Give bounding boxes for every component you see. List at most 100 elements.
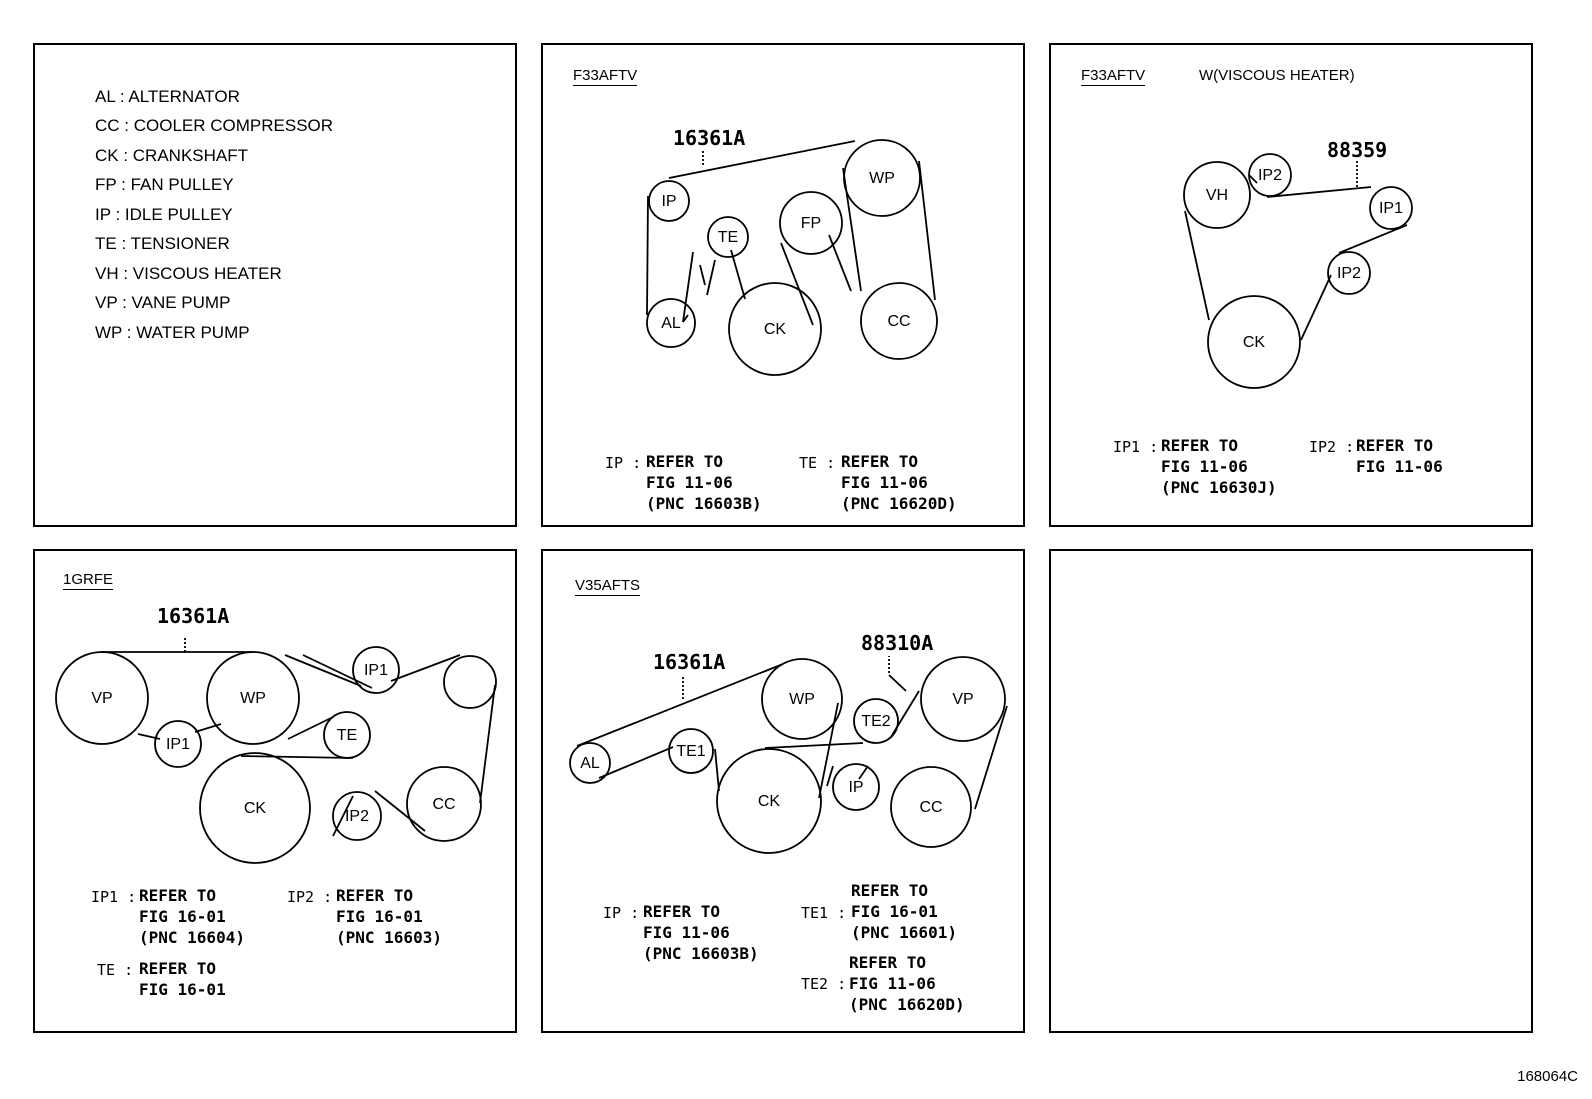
- tensioner-pulley-1: [668, 728, 714, 774]
- pulley-label: IP: [848, 779, 863, 796]
- pulley-label: AL: [661, 315, 681, 332]
- cooler-compressor-pulley: [406, 766, 482, 842]
- note-label: IP1 :: [91, 888, 137, 906]
- idle-pulley-2: [1327, 251, 1371, 295]
- legend-panel: AL : ALTERNATOR CC : COOLER COMPRESSOR C…: [33, 43, 517, 527]
- pulley-label: IP1: [1379, 200, 1403, 217]
- tensioner-pulley: [323, 711, 371, 759]
- tensioner-pulley-2: [853, 698, 899, 744]
- belt-diagram-f33aftv-viscous-heater: F33AFTV W(VISCOUS HEATER) 88359 VH IP2 I…: [1049, 43, 1533, 527]
- water-pump-pulley: [843, 139, 921, 217]
- empty-panel: [1049, 549, 1533, 1033]
- legend-item: CC : COOLER COMPRESSOR: [95, 116, 334, 135]
- idle-pulley-2: [1248, 153, 1292, 197]
- idle-pulley-1: [352, 646, 400, 694]
- cooler-compressor-pulley: [890, 766, 972, 848]
- note-text: REFER TO FIG 16-01 (PNC 16604): [139, 886, 245, 947]
- idle-pulley-2: [332, 791, 382, 841]
- document-id: 168064C: [1517, 1068, 1578, 1085]
- note-text: REFER TO FIG 11-06 (PNC 16620D): [841, 452, 957, 513]
- pulley-label: TE: [337, 727, 357, 744]
- idle-pulley: [648, 180, 690, 222]
- pulley-label: CC: [432, 796, 455, 813]
- part-number: 88310A: [861, 631, 933, 655]
- part-number: 16361A: [653, 650, 725, 674]
- alternator-pulley: [569, 742, 611, 784]
- belt-diagram-v35afts: V35AFTS 16361A 88310A AL: [541, 549, 1025, 1033]
- pulley-label: IP1: [364, 662, 388, 679]
- belt-diagram-f33aftv: F33AFTV 16361A IP TE FP: [541, 43, 1025, 527]
- engine-label: 1GRFE: [63, 571, 114, 590]
- pulley-label: CK: [244, 800, 267, 817]
- note-label: TE :: [97, 961, 134, 979]
- pulley-label: WP: [789, 691, 815, 708]
- pulley-label: CC: [919, 799, 942, 816]
- idle-pulley-1: [1369, 186, 1413, 230]
- engine-label: F33AFTV: [573, 67, 638, 86]
- fan-pulley: [779, 191, 843, 255]
- note-text: REFER TO FIG 16-01 (PNC 16603): [336, 886, 442, 947]
- note-text: REFER TO FIG 11-06 (PNC 16603B): [646, 452, 762, 513]
- pulley-label: VP: [952, 691, 973, 708]
- pulley-label: CK: [758, 793, 781, 810]
- part-number: 16361A: [157, 604, 229, 628]
- legend-item: VP : VANE PUMP: [95, 293, 231, 312]
- legend-item: FP : FAN PULLEY: [95, 175, 234, 194]
- pulley-label: CK: [764, 321, 787, 338]
- belt-routing-diagram: 16361A IP TE FP WP AL CK CC: [646, 126, 938, 376]
- pulley-label: WP: [869, 170, 895, 187]
- note-label: TE2 :: [801, 975, 847, 993]
- pulley-label: TE1: [676, 743, 705, 760]
- pulley-label: VH: [1206, 187, 1228, 204]
- pulley-label: WP: [240, 690, 266, 707]
- vane-pump-pulley: [920, 656, 1006, 742]
- note-label: TE :: [799, 454, 836, 472]
- crankshaft-pulley: [1207, 295, 1301, 389]
- idle-pulley-1: [154, 720, 202, 768]
- idle-pulley: [832, 763, 880, 811]
- note-text: REFER TO FIG 16-01 (PNC 16601): [851, 881, 957, 942]
- note-text: REFER TO FIG 16-01: [139, 959, 226, 999]
- crankshaft-pulley: [728, 282, 822, 376]
- note-label: IP :: [603, 904, 640, 922]
- pulley-label: AL: [580, 755, 600, 772]
- pulley-label: IP2: [345, 808, 369, 825]
- pulley-label: CK: [1243, 334, 1266, 351]
- part-number: 88359: [1327, 138, 1387, 162]
- legend-item: VH : VISCOUS HEATER: [95, 264, 282, 283]
- pulley-label: IP2: [1258, 167, 1282, 184]
- pulley-label: CC: [887, 313, 910, 330]
- belt-diagram-1grfe: 1GRFE 16361A VP WP: [33, 549, 517, 1033]
- legend-item: AL : ALTERNATOR: [95, 87, 240, 106]
- legend-item: IP : IDLE PULLEY: [95, 205, 233, 224]
- note-text: REFER TO FIG 11-06 (PNC 16603B): [643, 902, 759, 963]
- pulley-label: IP2: [1337, 265, 1361, 282]
- water-pump-pulley: [206, 651, 300, 745]
- note-text: REFER TO FIG 11-06 (PNC 16630J): [1161, 436, 1277, 497]
- legend-item: WP : WATER PUMP: [95, 323, 250, 342]
- water-pump-pulley: [761, 658, 843, 740]
- note-label: IP2 :: [1309, 438, 1355, 456]
- note-text: REFER TO FIG 11-06 (PNC 16620D): [849, 953, 965, 1014]
- alternator-pulley: [646, 298, 696, 348]
- pulley-label: TE: [718, 229, 738, 246]
- variant-label: W(VISCOUS HEATER): [1199, 67, 1355, 84]
- pulley-label: IP: [661, 193, 676, 210]
- belt-routing-diagram: 16361A VP WP IP1 IP1 TE CK IP2 CC: [55, 604, 497, 864]
- note-label: IP2 :: [287, 888, 333, 906]
- note-label: IP1 :: [1113, 438, 1159, 456]
- legend-item: CK : CRANKSHAFT: [95, 146, 249, 165]
- belt-routing-diagram: 16361A 88310A AL TE1 WP TE2 VP CK IP CC: [569, 631, 1008, 854]
- pulley-label: IP1: [166, 736, 190, 753]
- cooler-compressor-pulley: [860, 282, 938, 360]
- note-label: TE1 :: [801, 904, 847, 922]
- idle-pulley-top-right: [443, 655, 497, 709]
- pulley-label: FP: [801, 215, 821, 232]
- engine-label: V35AFTS: [575, 577, 641, 596]
- part-number: 16361A: [673, 126, 745, 150]
- pulley-label: TE2: [861, 713, 890, 730]
- pulley-label: VP: [91, 690, 112, 707]
- note-label: IP :: [605, 454, 642, 472]
- legend-item: TE : TENSIONER: [95, 234, 230, 253]
- note-text: REFER TO FIG 11-06: [1356, 436, 1443, 476]
